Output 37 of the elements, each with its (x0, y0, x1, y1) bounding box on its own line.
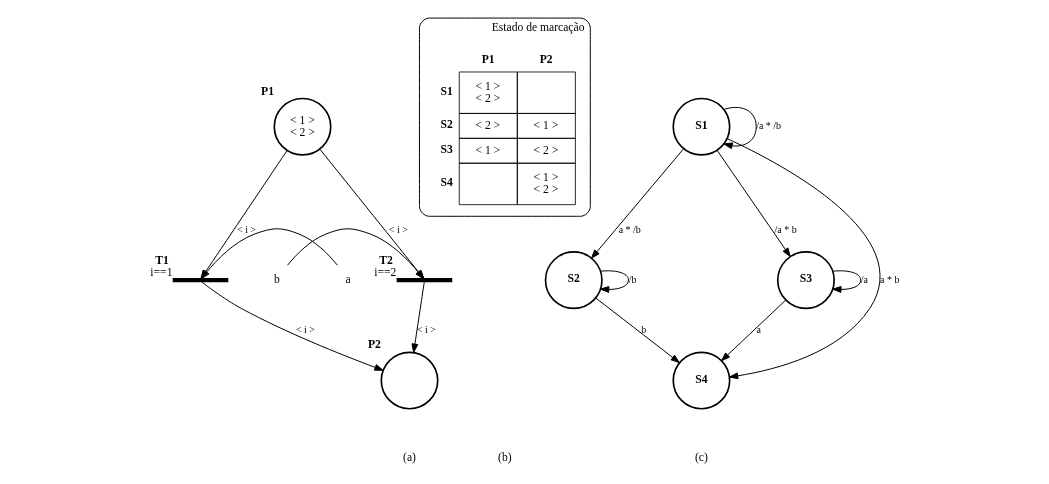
label: < 1 > (533, 118, 558, 132)
label: < 1 > (533, 170, 558, 184)
edge-label: /b (628, 273, 636, 285)
node-label: T1 (154, 254, 169, 268)
label: S2 (440, 118, 453, 132)
label: (c) (694, 450, 708, 464)
label: (a) (402, 450, 416, 464)
label: < 2 > (533, 143, 558, 157)
edge-label: < i > (416, 323, 436, 335)
node-label: P2 (367, 338, 381, 352)
label: < 2 > (474, 118, 500, 132)
label: < 1 > (474, 143, 500, 157)
label: < 2 > (533, 183, 558, 197)
label: < 1 > (474, 79, 500, 93)
edge-label: < i > (388, 223, 408, 235)
edge-label: < i > (236, 223, 256, 235)
edge-label: a * /b (618, 223, 641, 235)
label: (b) (497, 450, 512, 464)
label: P2 (539, 52, 553, 66)
edge-label: /a (860, 273, 868, 285)
edge-label: /a * b (774, 223, 797, 235)
node-label: P1 (260, 84, 274, 98)
node-label: i==2 (373, 265, 396, 279)
node-text: b (273, 273, 280, 287)
label: S1 (440, 84, 453, 98)
label: S4 (440, 176, 453, 190)
node-label: T2 (378, 254, 393, 268)
edge-label: /a * /b (755, 120, 781, 132)
edge-label: a * b (879, 273, 899, 285)
edge-label: < i > (295, 323, 315, 335)
label: S3 (440, 143, 453, 157)
node-text: a (345, 273, 351, 287)
label: < 2 > (474, 92, 500, 105)
edge-label: b (640, 323, 646, 335)
node-label: i==1 (149, 265, 172, 279)
label: P1 (481, 52, 495, 66)
edge-label: a (755, 323, 761, 335)
